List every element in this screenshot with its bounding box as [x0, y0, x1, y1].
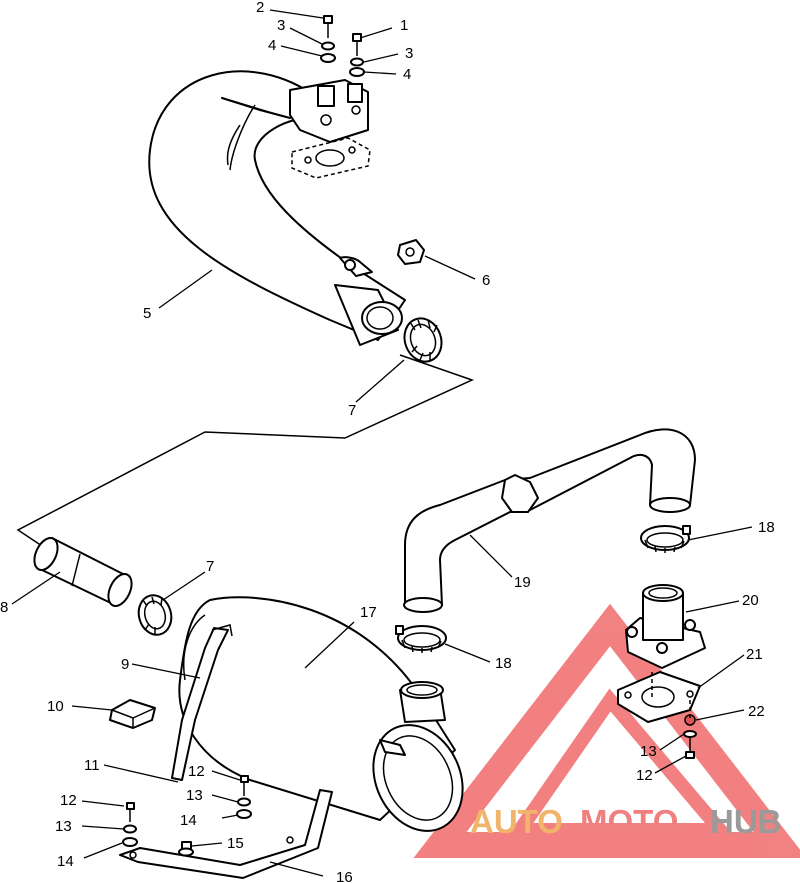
exhaust-pipe-upper	[148, 70, 406, 346]
gasket-21	[617, 671, 701, 723]
callout-18a: 18	[758, 519, 775, 536]
callout-18b: 18	[495, 655, 512, 672]
callout-13a: 13	[55, 818, 72, 835]
bracket-16	[119, 789, 333, 879]
muffler-17	[178, 596, 464, 832]
bolt-12b	[240, 775, 249, 796]
callout-12a: 12	[60, 792, 77, 809]
connector-line	[16, 354, 475, 549]
watermark-auto: AUTO	[470, 803, 563, 840]
washer-3b	[350, 57, 364, 67]
callout-6: 6	[482, 272, 490, 289]
clamp-7b	[137, 594, 173, 636]
clamp-7a	[403, 317, 443, 363]
watermark-text: AUTO MOTO HUB	[470, 803, 782, 840]
washer-14b	[236, 809, 252, 819]
pipe-8	[33, 537, 133, 607]
callout-8: 8	[0, 599, 8, 616]
grommet-15	[178, 841, 194, 857]
callout-21: 21	[746, 646, 763, 663]
watermark-moto: MOTO	[580, 803, 678, 840]
washer-4b	[349, 67, 365, 77]
callout-22: 22	[748, 703, 765, 720]
callout-14a: 14	[57, 853, 74, 870]
bolt-12a	[126, 802, 135, 822]
callout-13c: 13	[640, 743, 657, 760]
callout-14b: 14	[180, 812, 197, 829]
fitting-6	[397, 239, 425, 265]
callout-4b: 4	[403, 66, 411, 83]
callout-17: 17	[360, 604, 377, 621]
callout-12c: 12	[636, 767, 653, 784]
callout-5: 5	[143, 305, 151, 322]
bolt-2	[323, 15, 333, 38]
callout-16: 16	[336, 869, 353, 883]
leader-lines	[11, 9, 753, 877]
callout-7b: 7	[206, 558, 214, 575]
callout-11: 11	[84, 757, 100, 774]
exhaust-flange	[289, 79, 369, 143]
callout-7a: 7	[348, 402, 356, 419]
bolt-axis	[651, 672, 691, 718]
strap-9	[171, 624, 233, 781]
flange-20	[625, 584, 706, 669]
bolt-1	[352, 33, 362, 56]
callout-19: 19	[514, 574, 531, 591]
bolt-12c	[685, 738, 695, 759]
callout-9: 9	[121, 656, 129, 673]
washer-3a	[321, 41, 335, 51]
washer-13c	[683, 730, 697, 738]
callout-3b: 3	[405, 45, 413, 62]
callout-4a: 4	[268, 37, 276, 54]
callout-15: 15	[227, 835, 244, 852]
exhaust-gasket	[291, 137, 371, 179]
callout-12b: 12	[188, 763, 205, 780]
pad-10	[109, 699, 156, 729]
callout-2: 2	[256, 0, 264, 16]
callout-20: 20	[742, 592, 759, 609]
clamp-18a	[640, 525, 691, 553]
washer-13a	[123, 824, 137, 834]
watermark-hub: HUB	[710, 803, 782, 840]
callout-10: 10	[47, 698, 64, 715]
washer-4a	[320, 53, 336, 63]
washer-13b	[237, 797, 251, 807]
callout-13b: 13	[186, 787, 203, 804]
callout-1: 1	[400, 17, 408, 34]
callout-labels: 1 2 3 3 4 4 5 6 7 7 8 9 10 11 12 12 12 1…	[0, 0, 775, 883]
clamp-18b	[395, 625, 447, 653]
washer-14a	[122, 837, 138, 847]
callout-3a: 3	[277, 17, 285, 34]
tailpipe-19	[403, 428, 696, 613]
